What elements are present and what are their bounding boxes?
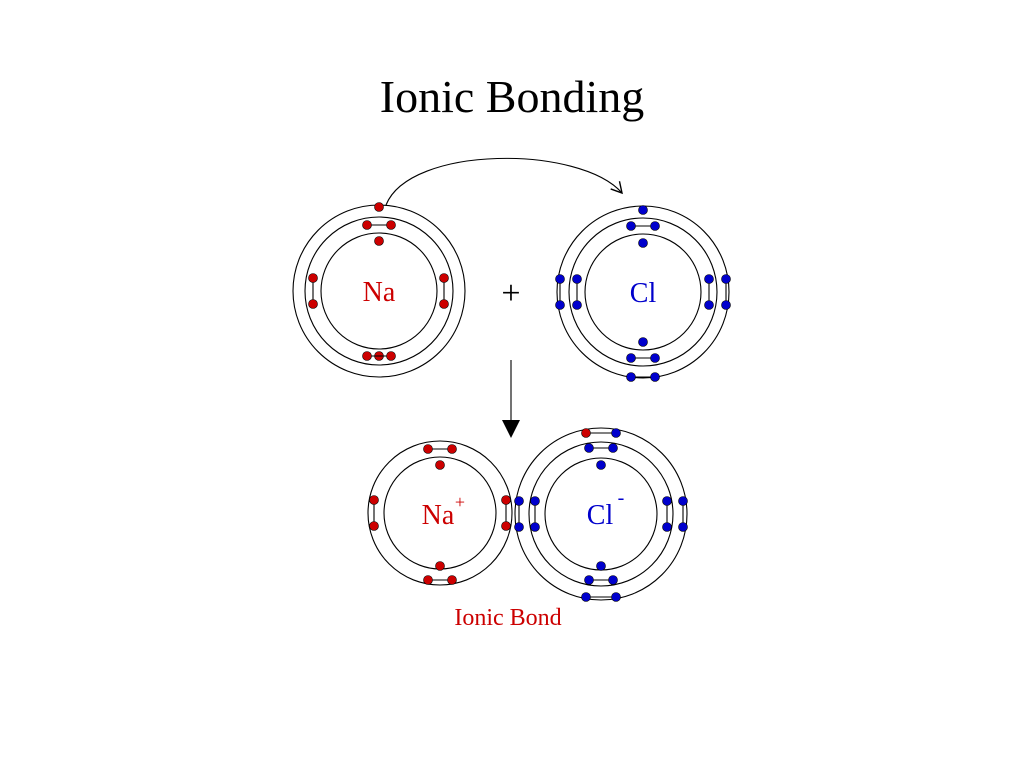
electron [650, 221, 660, 231]
electron [704, 274, 714, 284]
electron [662, 496, 672, 506]
electron [581, 592, 591, 602]
chlorine-electrons [555, 205, 731, 382]
sodium-ion-label: Na [422, 500, 455, 531]
plus-sign: + [501, 275, 520, 312]
electron [369, 521, 379, 531]
electron [626, 221, 636, 231]
chloride-ion-electrons [514, 428, 688, 602]
electron [704, 300, 714, 310]
electron [638, 238, 648, 248]
electron [638, 205, 648, 215]
sodium-label: Na [363, 277, 396, 308]
electron [611, 428, 621, 438]
electron [678, 496, 688, 506]
electron [369, 495, 379, 505]
electron [626, 353, 636, 363]
electron [611, 592, 621, 602]
electron [650, 372, 660, 382]
electron [662, 522, 672, 532]
electron [626, 372, 636, 382]
electron [608, 443, 618, 453]
electron [386, 351, 396, 361]
chloride-ion-charge: - [618, 487, 625, 509]
electron [374, 236, 384, 246]
chloride-ion-label: Cl [587, 500, 614, 531]
electron [423, 444, 433, 454]
electron-transfer-arrow [385, 157, 623, 206]
electron [501, 521, 511, 531]
electron [584, 443, 594, 453]
sodium-ion: Na + [367, 440, 513, 586]
electron [721, 300, 731, 310]
electron [447, 444, 457, 454]
electron [435, 561, 445, 571]
slide-title: Ionic Bonding [379, 71, 645, 122]
electron [423, 575, 433, 585]
electron [530, 522, 540, 532]
electron [435, 460, 445, 470]
electron [596, 561, 606, 571]
electron [501, 495, 511, 505]
chloride-ion: Cl - [514, 427, 688, 602]
transferred-electron [581, 428, 591, 438]
chlorine-atom: Cl [555, 205, 731, 382]
electron [308, 299, 318, 309]
electron [439, 273, 449, 283]
electron [555, 300, 565, 310]
electron [514, 522, 524, 532]
electron [308, 273, 318, 283]
electron [572, 300, 582, 310]
electron [530, 496, 540, 506]
electron [362, 220, 372, 230]
electron [678, 522, 688, 532]
electron [439, 299, 449, 309]
electron [572, 274, 582, 284]
sodium-electrons [308, 202, 449, 361]
electron [386, 220, 396, 230]
electron [447, 575, 457, 585]
electron [374, 202, 384, 212]
electron [638, 337, 648, 347]
sodium-ion-charge: + [455, 492, 465, 512]
electron [584, 575, 594, 585]
electron [555, 274, 565, 284]
electron [608, 575, 618, 585]
electron [362, 351, 372, 361]
sodium-ion-electrons [369, 444, 511, 585]
electron [514, 496, 524, 506]
chlorine-label: Cl [630, 278, 657, 309]
ionic-bond-label: Ionic Bond [454, 605, 561, 631]
electron [650, 353, 660, 363]
electron [721, 274, 731, 284]
electron [596, 460, 606, 470]
sodium-atom: Na [292, 202, 466, 378]
